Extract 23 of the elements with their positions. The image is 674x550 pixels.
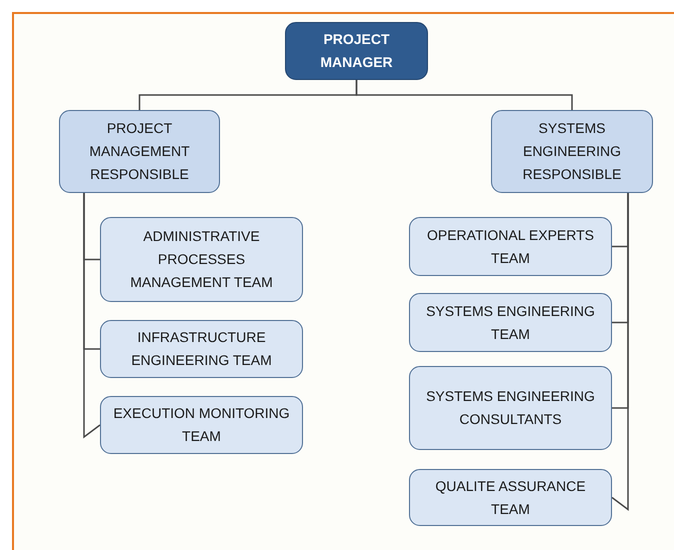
connector-line: [83, 193, 100, 438]
connector-line: [356, 80, 573, 110]
box-label: INFRASTRUCTURE ENGINEERING TEAM: [130, 328, 273, 370]
team-box: [409, 366, 612, 450]
box-label: EXECUTION MONITORING TEAM: [112, 404, 291, 446]
team-box: [409, 293, 612, 352]
team-box: [100, 217, 303, 302]
box-label: ADMINISTRATIVE PROCESSES MANAGEMENT TEAM: [129, 227, 274, 292]
box-label: PROJECT MANAGEMENT RESPONSIBLE: [88, 119, 191, 184]
box-label: SYSTEMS ENGINEERING CONSULTANTS: [425, 387, 596, 429]
box-label: SYSTEMS ENGINEERING RESPONSIBLE: [522, 119, 622, 184]
team-box: [100, 396, 303, 454]
team-box: [100, 320, 303, 378]
manager-box: [285, 22, 428, 80]
team-box: [409, 217, 612, 276]
box-label: OPERATIONAL EXPERTS TEAM: [426, 226, 595, 268]
box-label: SYSTEMS ENGINEERING TEAM: [425, 302, 596, 344]
box-label: PROJECT MANAGER: [319, 30, 394, 72]
team-box: [409, 469, 612, 526]
team-box: [491, 110, 653, 193]
team-box: [59, 110, 220, 193]
box-label: QUALITE ASSURANCE TEAM: [434, 476, 587, 518]
connector-line: [612, 193, 629, 511]
